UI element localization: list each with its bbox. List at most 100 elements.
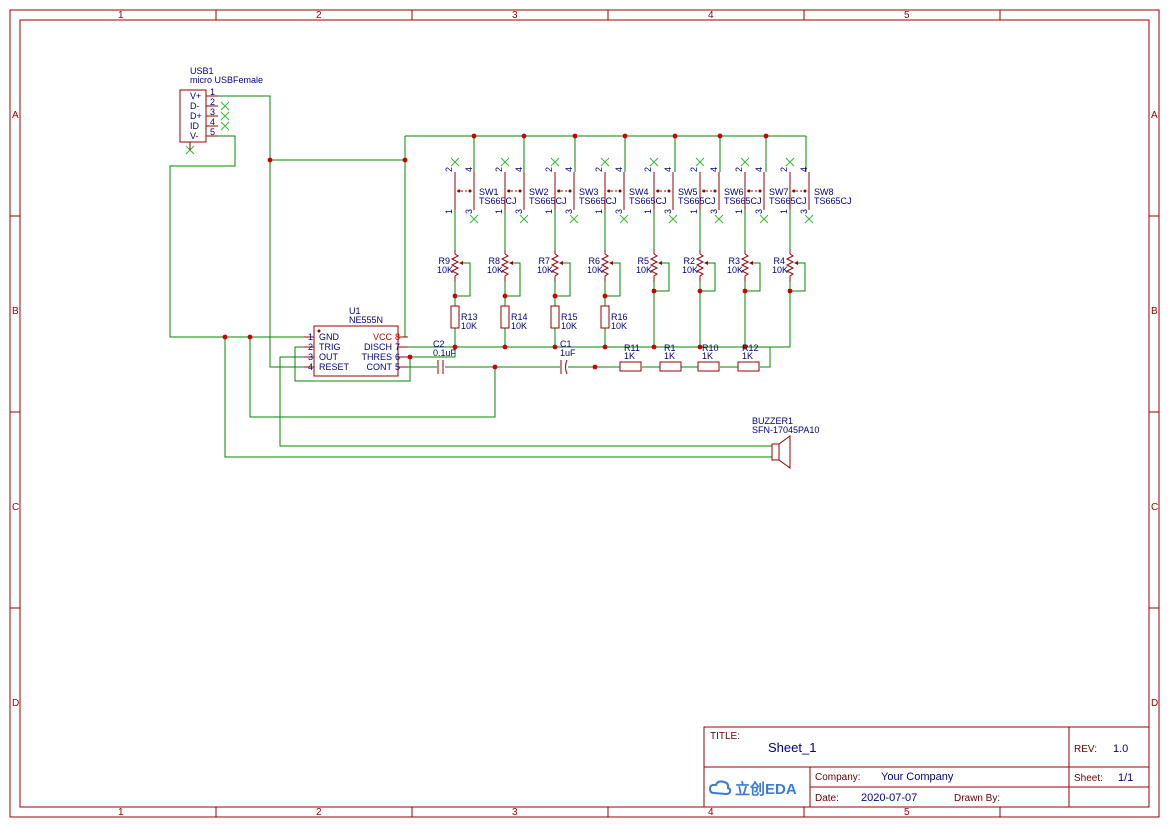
usb-value: micro USBFemale (190, 75, 263, 85)
col-label: 1 (118, 10, 124, 21)
ic-pin-number: 6 (395, 352, 400, 362)
col-label: 3 (512, 10, 518, 21)
pot-ref: R7 (538, 256, 550, 266)
row-label: D (1151, 698, 1158, 709)
drawn-by-label: Drawn By: (954, 793, 1000, 804)
resistor-ref: R1 (664, 343, 676, 353)
rev-label: REV: (1074, 744, 1097, 755)
ic-pin-name: OUT (319, 352, 339, 362)
switch-pin-number: 4 (564, 167, 574, 172)
ic-pin-number: 8 (395, 332, 400, 342)
row-label: C (12, 502, 19, 513)
switch-pin-number: 4 (799, 167, 809, 172)
company-value: Your Company (881, 771, 954, 783)
switch-pin-number: 4 (709, 167, 719, 172)
switch-pin-number: 1 (734, 209, 744, 214)
switch-pin-number: 3 (514, 209, 524, 214)
switch-pin-number: 2 (594, 167, 604, 172)
eda-logo: 立创EDA (708, 780, 797, 798)
switch-ref: SW7 (769, 187, 789, 197)
row-label: C (1151, 502, 1158, 513)
usb-pin-number: 2 (210, 97, 215, 107)
col-label: 4 (708, 807, 714, 818)
pot-value: 10K (437, 265, 453, 275)
col-label: 2 (316, 807, 322, 818)
switch-ref: SW3 (579, 187, 599, 197)
cap-ref: C2 (433, 339, 445, 349)
switch-pin-number: 3 (709, 209, 719, 214)
switch-value: TS665CJ (529, 196, 567, 206)
switch-value: TS665CJ (678, 196, 716, 206)
cap-value: 0.1uF (433, 348, 457, 358)
usb-pin-name: D+ (190, 111, 202, 121)
switch-pin-number: 2 (779, 167, 789, 172)
switch-pin-number: 2 (444, 167, 454, 172)
buzzer: BUZZER1 SFN-17045PA10 (752, 416, 819, 469)
switch-pin-number: 4 (754, 167, 764, 172)
switch-pin-number: 2 (689, 167, 699, 172)
pot-ref: R4 (773, 256, 785, 266)
switch-pin-number: 1 (594, 209, 604, 214)
ic-pin-name: RESET (319, 362, 350, 372)
switch-pin-number: 3 (464, 209, 474, 214)
ic-value: NE555N (349, 315, 383, 325)
pot-ref: R8 (488, 256, 500, 266)
ic-pin-name: CONT (367, 362, 393, 372)
capacitor-c2: C2 0.1uF (433, 339, 457, 374)
col-label: 1 (118, 807, 124, 818)
cloud-icon (708, 780, 732, 796)
switch-pin-number: 2 (643, 167, 653, 172)
ic-pin-number: 3 (308, 352, 313, 362)
row-label: A (12, 110, 19, 121)
resistor-value: 1K (742, 351, 753, 361)
cap-value: 1uF (560, 348, 576, 358)
pot-value: 10K (727, 265, 743, 275)
row-label: D (12, 698, 19, 709)
ic-pin-name: TRIG (319, 342, 341, 352)
col-label: 3 (512, 807, 518, 818)
switch-pin-number: 3 (663, 209, 673, 214)
switch-pin-number: 3 (564, 209, 574, 214)
switch-pin-number: 4 (663, 167, 673, 172)
sheet-label: Sheet: (1074, 773, 1103, 784)
switch-pin-number: 1 (494, 209, 504, 214)
switch-value: TS665CJ (479, 196, 517, 206)
ic-pin-name: VCC (373, 332, 393, 342)
capacitors: C2 0.1uF C1 1uF (433, 339, 576, 375)
switch-pin-number: 1 (779, 209, 789, 214)
ic-pin-name: GND (319, 332, 340, 342)
rev-value: 1.0 (1113, 743, 1128, 755)
cap-ref: C1 (560, 339, 572, 349)
resistor-ref: R14 (511, 312, 528, 322)
pot-ref: R6 (588, 256, 600, 266)
resistor-ref: R10 (702, 343, 719, 353)
switch-pin-number: 3 (754, 209, 764, 214)
ic-ref: U1 (349, 306, 361, 316)
pot-value: 10K (682, 265, 698, 275)
switch-value: TS665CJ (814, 196, 852, 206)
usb-pin-number: 5 (210, 127, 215, 137)
usb-pin-name: V+ (190, 91, 201, 101)
resistor-value: 10K (461, 321, 477, 331)
buzzer-value: SFN-17045PA10 (752, 425, 819, 435)
